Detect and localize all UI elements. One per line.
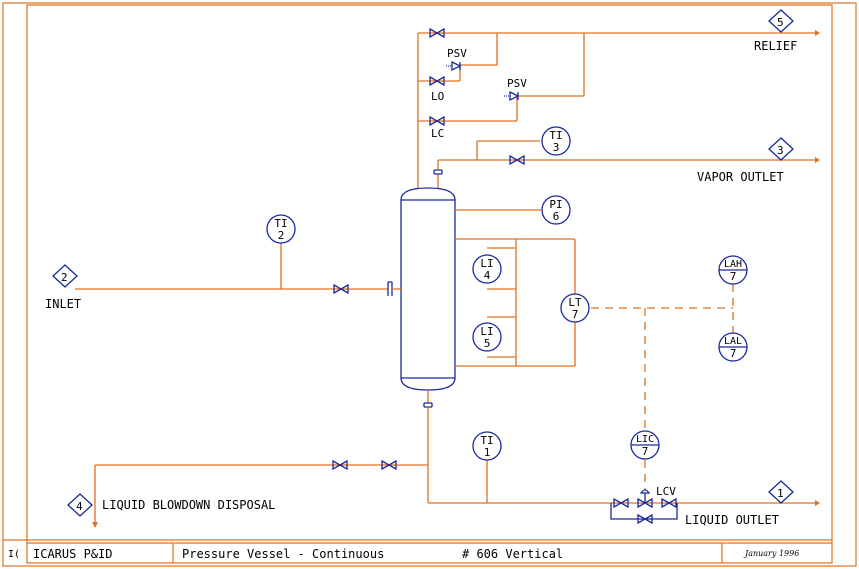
ti1-num: 1 bbox=[484, 446, 491, 459]
pressure-vessel bbox=[400, 187, 456, 391]
stream-blowdown: 4 LIQUID BLOWDOWN DISPOSAL bbox=[67, 493, 275, 517]
stream-inlet-number: 2 bbox=[61, 271, 68, 284]
lo-label: LO bbox=[431, 90, 444, 103]
lt7-tag: LT bbox=[568, 296, 582, 309]
lcv-block-valve-upstream bbox=[613, 497, 629, 509]
li5-num: 5 bbox=[484, 337, 491, 350]
signal-lines bbox=[591, 284, 734, 490]
company-name: ICARUS P&ID bbox=[33, 547, 112, 561]
drawing-title: Pressure Vessel - Continuous bbox=[182, 547, 384, 561]
stream-liquid-label: LIQUID OUTLET bbox=[685, 513, 779, 527]
ti1-tag: TI bbox=[480, 434, 493, 447]
instrument-lal7[interactable]: LAL 7 bbox=[718, 332, 748, 362]
psv-upper-valve bbox=[451, 60, 462, 72]
instrument-lah7[interactable]: LAH 7 bbox=[718, 255, 748, 285]
psv-lower-valve bbox=[509, 90, 520, 102]
title-left-fragment: I( bbox=[8, 549, 20, 560]
blowdown-line bbox=[92, 459, 428, 528]
pi6-tag: PI bbox=[549, 198, 562, 211]
blowdown-valve-2 bbox=[381, 459, 397, 471]
stream-inlet-label: INLET bbox=[45, 297, 81, 311]
stream-vapor-outlet: 3 VAPOR OUTLET bbox=[697, 137, 794, 184]
lah7-tag: LAH bbox=[724, 259, 742, 270]
stream-inlet: 2 INLET bbox=[45, 264, 81, 311]
stream-blowdown-number: 4 bbox=[76, 500, 83, 513]
ti2-num: 2 bbox=[278, 229, 285, 242]
lc-valve bbox=[429, 115, 445, 127]
lal7-num: 7 bbox=[730, 347, 737, 360]
lcv-control-valve[interactable] bbox=[637, 497, 653, 509]
instrument-lt7[interactable]: LT 7 bbox=[560, 293, 590, 323]
ti3-num: 3 bbox=[553, 141, 560, 154]
ti2-tag: TI bbox=[274, 217, 287, 230]
instrument-ti3[interactable]: TI 3 bbox=[541, 126, 571, 156]
pi6-num: 6 bbox=[553, 210, 560, 223]
lah7-num: 7 bbox=[730, 270, 737, 283]
lo-valve bbox=[429, 75, 445, 87]
instrument-li4[interactable]: LI 4 bbox=[472, 254, 502, 284]
liquid-outlet-line: LCV bbox=[423, 390, 820, 525]
lcv-block-valve-downstream bbox=[661, 497, 677, 509]
level-bridle bbox=[455, 209, 576, 367]
ti3-tag: TI bbox=[549, 129, 562, 142]
drawing-number: # 606 Vertical bbox=[462, 547, 563, 561]
relief-piping: PSV PSV LO LC bbox=[417, 27, 820, 188]
inlet-nozzle bbox=[387, 281, 393, 296]
relief-gate-valve bbox=[429, 27, 445, 39]
psv-upper-label: PSV bbox=[447, 47, 467, 60]
instrument-lic7[interactable]: LIC 7 bbox=[630, 430, 660, 460]
blowdown-valve-1 bbox=[332, 459, 348, 471]
drawing-date: January 1996 bbox=[743, 549, 799, 558]
instrument-li5[interactable]: LI 5 bbox=[472, 322, 502, 352]
inlet-line bbox=[75, 243, 401, 296]
li4-num: 4 bbox=[484, 269, 491, 282]
inlet-valve bbox=[333, 283, 349, 295]
li4-tag: LI bbox=[480, 257, 493, 270]
instrument-ti1[interactable]: TI 1 bbox=[472, 431, 502, 461]
lcv-bypass-valve bbox=[637, 513, 653, 525]
stream-blowdown-label: LIQUID BLOWDOWN DISPOSAL bbox=[102, 498, 275, 512]
title-block: I( ICARUS P&ID Pressure Vessel - Continu… bbox=[8, 542, 832, 563]
instrument-pi6[interactable]: PI 6 bbox=[541, 195, 571, 225]
lal7-tag: LAL bbox=[724, 336, 742, 347]
lic7-num: 7 bbox=[642, 445, 649, 458]
vapor-line bbox=[433, 140, 820, 188]
stream-vapor-number: 3 bbox=[777, 144, 784, 157]
lt7-num: 7 bbox=[572, 308, 579, 321]
stream-relief-label: RELIEF bbox=[754, 39, 797, 53]
stream-liquid-number: 1 bbox=[777, 487, 784, 500]
instrument-ti2[interactable]: TI 2 bbox=[266, 214, 296, 244]
lic7-tag: LIC bbox=[636, 434, 654, 445]
stream-relief-number: 5 bbox=[777, 16, 784, 29]
lc-label: LC bbox=[431, 127, 444, 140]
stream-vapor-label: VAPOR OUTLET bbox=[697, 170, 784, 184]
psv-lower-label: PSV bbox=[507, 77, 527, 90]
stream-relief: 5 RELIEF bbox=[754, 9, 797, 53]
lcv-label: LCV bbox=[656, 485, 676, 498]
li5-tag: LI bbox=[480, 325, 493, 338]
stream-liquid-outlet: 1 LIQUID OUTLET bbox=[685, 480, 794, 527]
